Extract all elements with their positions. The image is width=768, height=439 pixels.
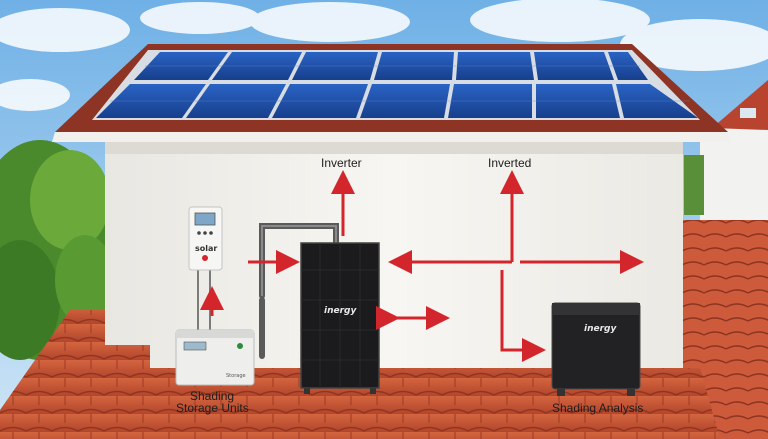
inverter-brand: inergy [324, 306, 357, 316]
tree [0, 140, 115, 360]
label-storage-units: Storage Units [176, 401, 249, 415]
label-inverted: Inverted [488, 156, 532, 170]
battery-box [551, 302, 641, 396]
label-inverter: Inverter [321, 156, 362, 170]
storage-unit [175, 329, 255, 386]
controller-brand: solar [195, 244, 218, 253]
flow-arrows [200, 170, 644, 362]
inverter-cabinet [300, 242, 380, 394]
arrow-to-battery [500, 270, 546, 362]
label-shading: Shading [190, 389, 235, 403]
solar-panel-array [92, 50, 700, 120]
storage-tag: Storage [226, 373, 246, 379]
clouds [0, 0, 768, 111]
label-shading-analysis: Shading Analysis [552, 401, 644, 415]
battery-brand: inergy [584, 324, 617, 334]
neighbour-house [684, 80, 768, 225]
